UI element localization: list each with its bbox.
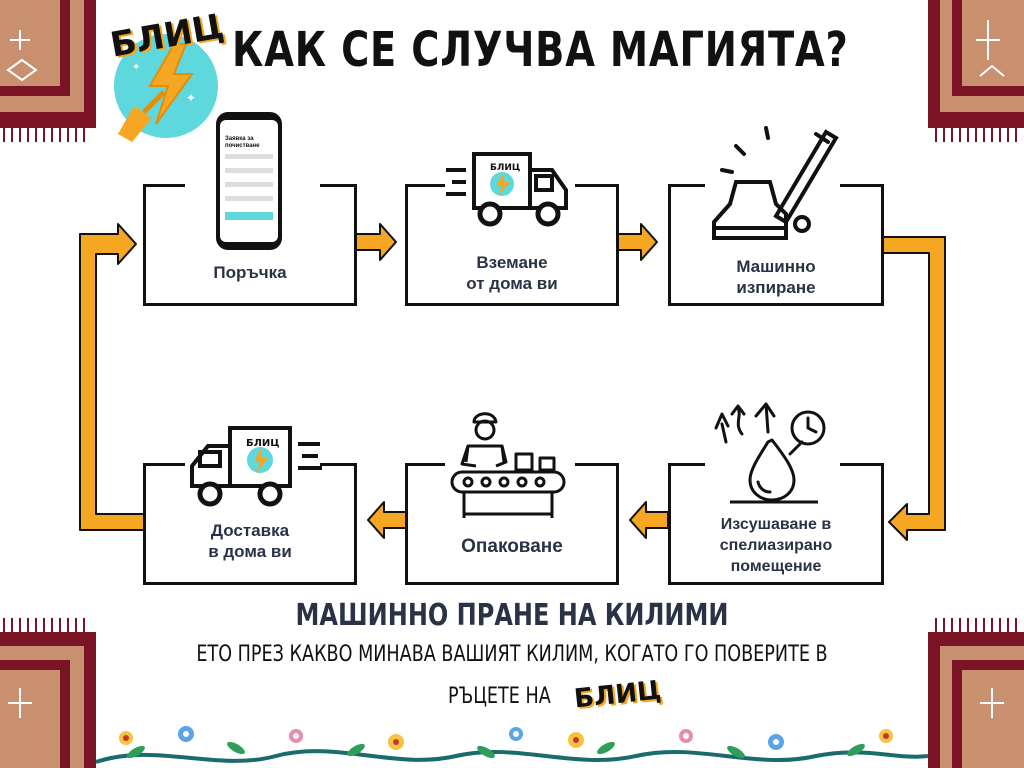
carpet-washing-machine-icon bbox=[712, 126, 839, 240]
page-title: КАК СЕ СЛУЧВА МАГИЯТА? bbox=[232, 22, 849, 78]
svg-text:✦: ✦ bbox=[186, 91, 196, 105]
step-label-wash: Машинно изпиране bbox=[736, 257, 816, 297]
phone-form-title: Заявка за почистване bbox=[225, 136, 260, 149]
floral-border bbox=[96, 726, 928, 764]
flow-arrows bbox=[79, 223, 946, 541]
footer-line2: РЪЦЕТЕ НА bbox=[448, 684, 551, 709]
drying-drop-icon bbox=[714, 402, 826, 504]
carpet-decoration-top-left bbox=[0, 0, 96, 142]
carpet-decoration-bottom-left bbox=[0, 618, 96, 768]
footer-line1: ЕТО ПРЕЗ КАКВО МИНАВА ВАШИЯТ КИЛИМ, КОГА… bbox=[196, 642, 828, 667]
carpet-decoration-top-right bbox=[928, 0, 1024, 142]
packing-conveyor-icon bbox=[450, 412, 566, 518]
step-box-dry bbox=[668, 463, 884, 585]
brand-logo: ✦ ✦ БЛИЦ bbox=[104, 6, 227, 142]
step-label-pickup: Вземане от дома ви bbox=[466, 253, 558, 293]
step-label-dry: Изсушаване в спелиазирано помещение bbox=[719, 516, 833, 575]
pickup-truck-icon: БЛИЦ bbox=[446, 152, 568, 227]
carpet-decoration-bottom-right bbox=[928, 618, 1024, 768]
footer-headline: МАШИННО ПРАНЕ НА КИЛИМИ bbox=[295, 598, 729, 633]
svg-text:БЛИЦ: БЛИЦ bbox=[490, 163, 520, 173]
step-label-delivery: Доставка в дома ви bbox=[208, 521, 292, 561]
step-label-order: Поръчка bbox=[213, 263, 287, 282]
svg-text:✦: ✦ bbox=[132, 62, 140, 73]
svg-text:БЛИЦ: БЛИЦ bbox=[246, 438, 280, 449]
delivery-truck-icon: БЛИЦ bbox=[190, 426, 322, 507]
broom-lightning-icon: ✦ ✦ bbox=[114, 34, 218, 142]
step-label-pack: Опаковане bbox=[461, 536, 563, 557]
footer-logo-text: БЛИЦ bbox=[572, 675, 663, 715]
phone-icon: Заявка за почистване bbox=[216, 112, 282, 250]
